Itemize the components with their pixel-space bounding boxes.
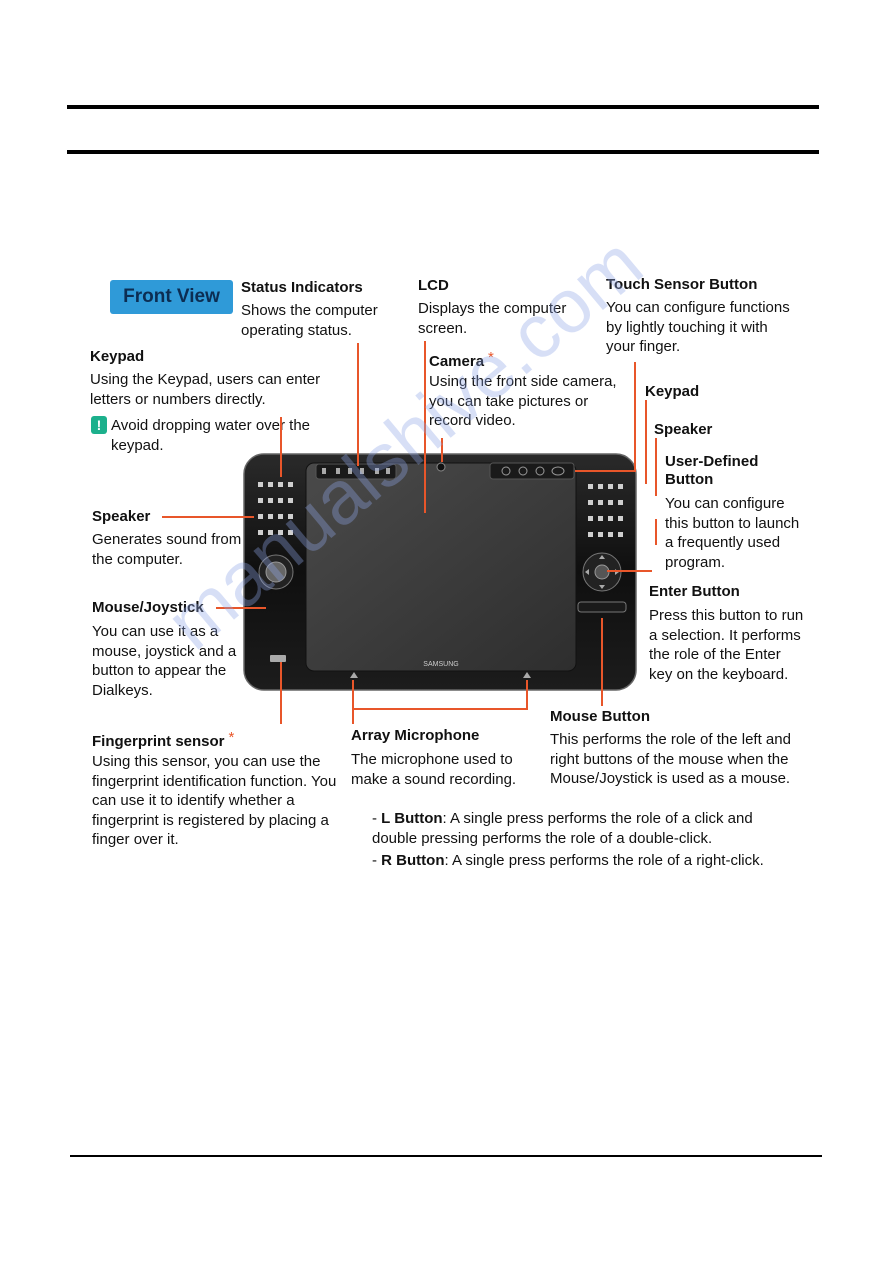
camera-title: Camera*: [429, 349, 494, 371]
leader-speaker-right: [655, 438, 657, 496]
leader-mic-right: [526, 680, 528, 710]
array-mic-title: Array Microphone: [351, 727, 480, 744]
microphone-right: [523, 672, 531, 678]
warning-icon: !: [91, 416, 107, 434]
leader-status: [357, 343, 359, 466]
enter-button-text: Press this button to run a selection. It…: [649, 607, 804, 683]
enter-button-title: Enter Button: [649, 583, 740, 600]
array-mic-text: The microphone used to make a sound reco…: [351, 751, 517, 788]
mouse-buttons: [577, 601, 627, 613]
status-led-icons: [322, 468, 390, 474]
camera-text: Using the front side camera, you can tak…: [429, 373, 617, 429]
leader-mic-left: [352, 680, 354, 724]
leader-keypad-right: [645, 400, 647, 484]
device-illustration: SAMSUNG: [243, 453, 637, 691]
left-keypad: [258, 482, 293, 535]
top-rule: [67, 105, 819, 109]
speaker-right-title: Speaker: [654, 421, 713, 438]
user-defined-text: You can configure this button to launch …: [665, 495, 800, 571]
mouse-button-title: Mouse Button: [550, 708, 650, 725]
l-button-text: : A single press performs the role of a …: [372, 810, 753, 847]
joystick-knob: [265, 561, 287, 583]
touch-sensor-strip: [489, 462, 575, 480]
mouse-joystick-text: You can use it as a mouse, joystick and …: [92, 623, 237, 699]
speaker-left-text: Generates sound from the computer.: [92, 531, 242, 568]
leader-enter-button: [607, 570, 652, 572]
keypad-right-title: Keypad: [645, 383, 700, 400]
fingerprint-text: Using this sensor, you can use the finge…: [92, 753, 337, 848]
l-button-dash: -: [372, 810, 382, 827]
r-button-item: - R Button: A single press performs the …: [372, 851, 812, 871]
touch-sensor-title: Touch Sensor Button: [606, 276, 758, 293]
user-defined-title: User-Defined Button: [665, 453, 759, 488]
fingerprint-sensor: [270, 655, 286, 662]
leader-keypad-left: [280, 417, 282, 477]
leader-touch-sensor: [634, 362, 636, 472]
leader-speaker-left: [162, 516, 254, 518]
leader-touch-sensor-h: [575, 470, 635, 472]
fingerprint-title-text: Fingerprint sensor: [92, 733, 225, 750]
device-brand: SAMSUNG: [423, 661, 458, 668]
status-indicators-title: Status Indicators: [241, 279, 363, 296]
leader-mic-h: [352, 708, 528, 710]
keypad-left-text: Using the Keypad, users can enter letter…: [90, 371, 321, 408]
r-button-text: : A single press performs the role of a …: [444, 852, 764, 869]
microphone-left: [350, 672, 358, 678]
fingerprint-title: Fingerprint sensor*: [92, 729, 234, 751]
status-indicator-strip: [315, 463, 397, 480]
right-keypad: [588, 484, 623, 537]
leader-mouse-button: [601, 618, 603, 706]
r-button-label: R Button: [381, 852, 445, 869]
enter-key: [594, 564, 610, 580]
status-indicators-text: Shows the computer operating status.: [241, 302, 378, 339]
note-text: Avoid dropping water over the keypad.: [111, 417, 311, 454]
speaker-left-title: Speaker: [92, 508, 151, 525]
touch-sensor-text: You can configure functions by lightly t…: [606, 299, 790, 355]
touch-sensor-icons: [501, 466, 565, 476]
l-button-item: - L Button: A single press performs the …: [372, 809, 792, 848]
camera-title-text: Camera: [429, 353, 485, 370]
mouse-button-text: This performs the role of the left and r…: [550, 731, 791, 787]
front-view-badge: Front View: [110, 280, 233, 314]
camera-lens: [436, 462, 446, 472]
r-button-dash: -: [372, 852, 382, 869]
dpad-arrows: [585, 555, 619, 589]
fingerprint-star: *: [228, 729, 235, 746]
l-button-label: L Button: [381, 810, 443, 827]
second-rule: [67, 150, 819, 154]
leader-lcd: [424, 341, 426, 513]
camera-star: *: [488, 349, 494, 366]
footer-rule: [70, 1155, 822, 1157]
lcd-text: Displays the computer screen.: [418, 300, 567, 337]
mouse-joystick-title: Mouse/Joystick: [92, 599, 204, 616]
leader-mouse-joystick: [216, 607, 266, 609]
keypad-left-title: Keypad: [90, 348, 145, 365]
leader-user-defined: [655, 519, 657, 545]
leader-fingerprint: [280, 662, 282, 724]
lcd-title: LCD: [418, 277, 449, 294]
leader-camera: [441, 438, 443, 462]
